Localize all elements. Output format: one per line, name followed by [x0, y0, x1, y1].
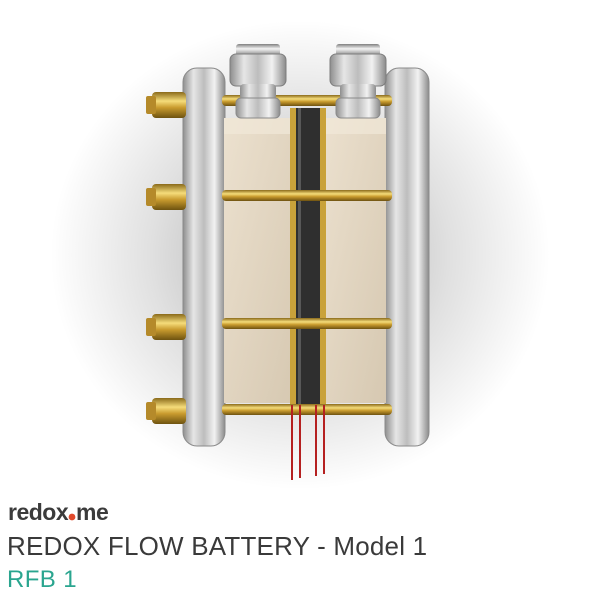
- left-end-plate: [182, 67, 226, 447]
- right-end-plate: [384, 67, 430, 447]
- left-half-cell: [224, 118, 296, 403]
- top-fittings: [229, 44, 387, 119]
- svg-text:redox: redox: [8, 499, 69, 525]
- product-model: RFB 1: [7, 566, 78, 593]
- lead-wires: [291, 405, 325, 480]
- side-fittings: [146, 92, 186, 424]
- product-image: [50, 20, 550, 490]
- svg-text:me: me: [76, 499, 108, 525]
- brand-logo: redox me: [8, 499, 109, 525]
- right-half-cell: [322, 118, 386, 403]
- product-title: REDOX FLOW BATTERY - Model 1: [7, 531, 428, 561]
